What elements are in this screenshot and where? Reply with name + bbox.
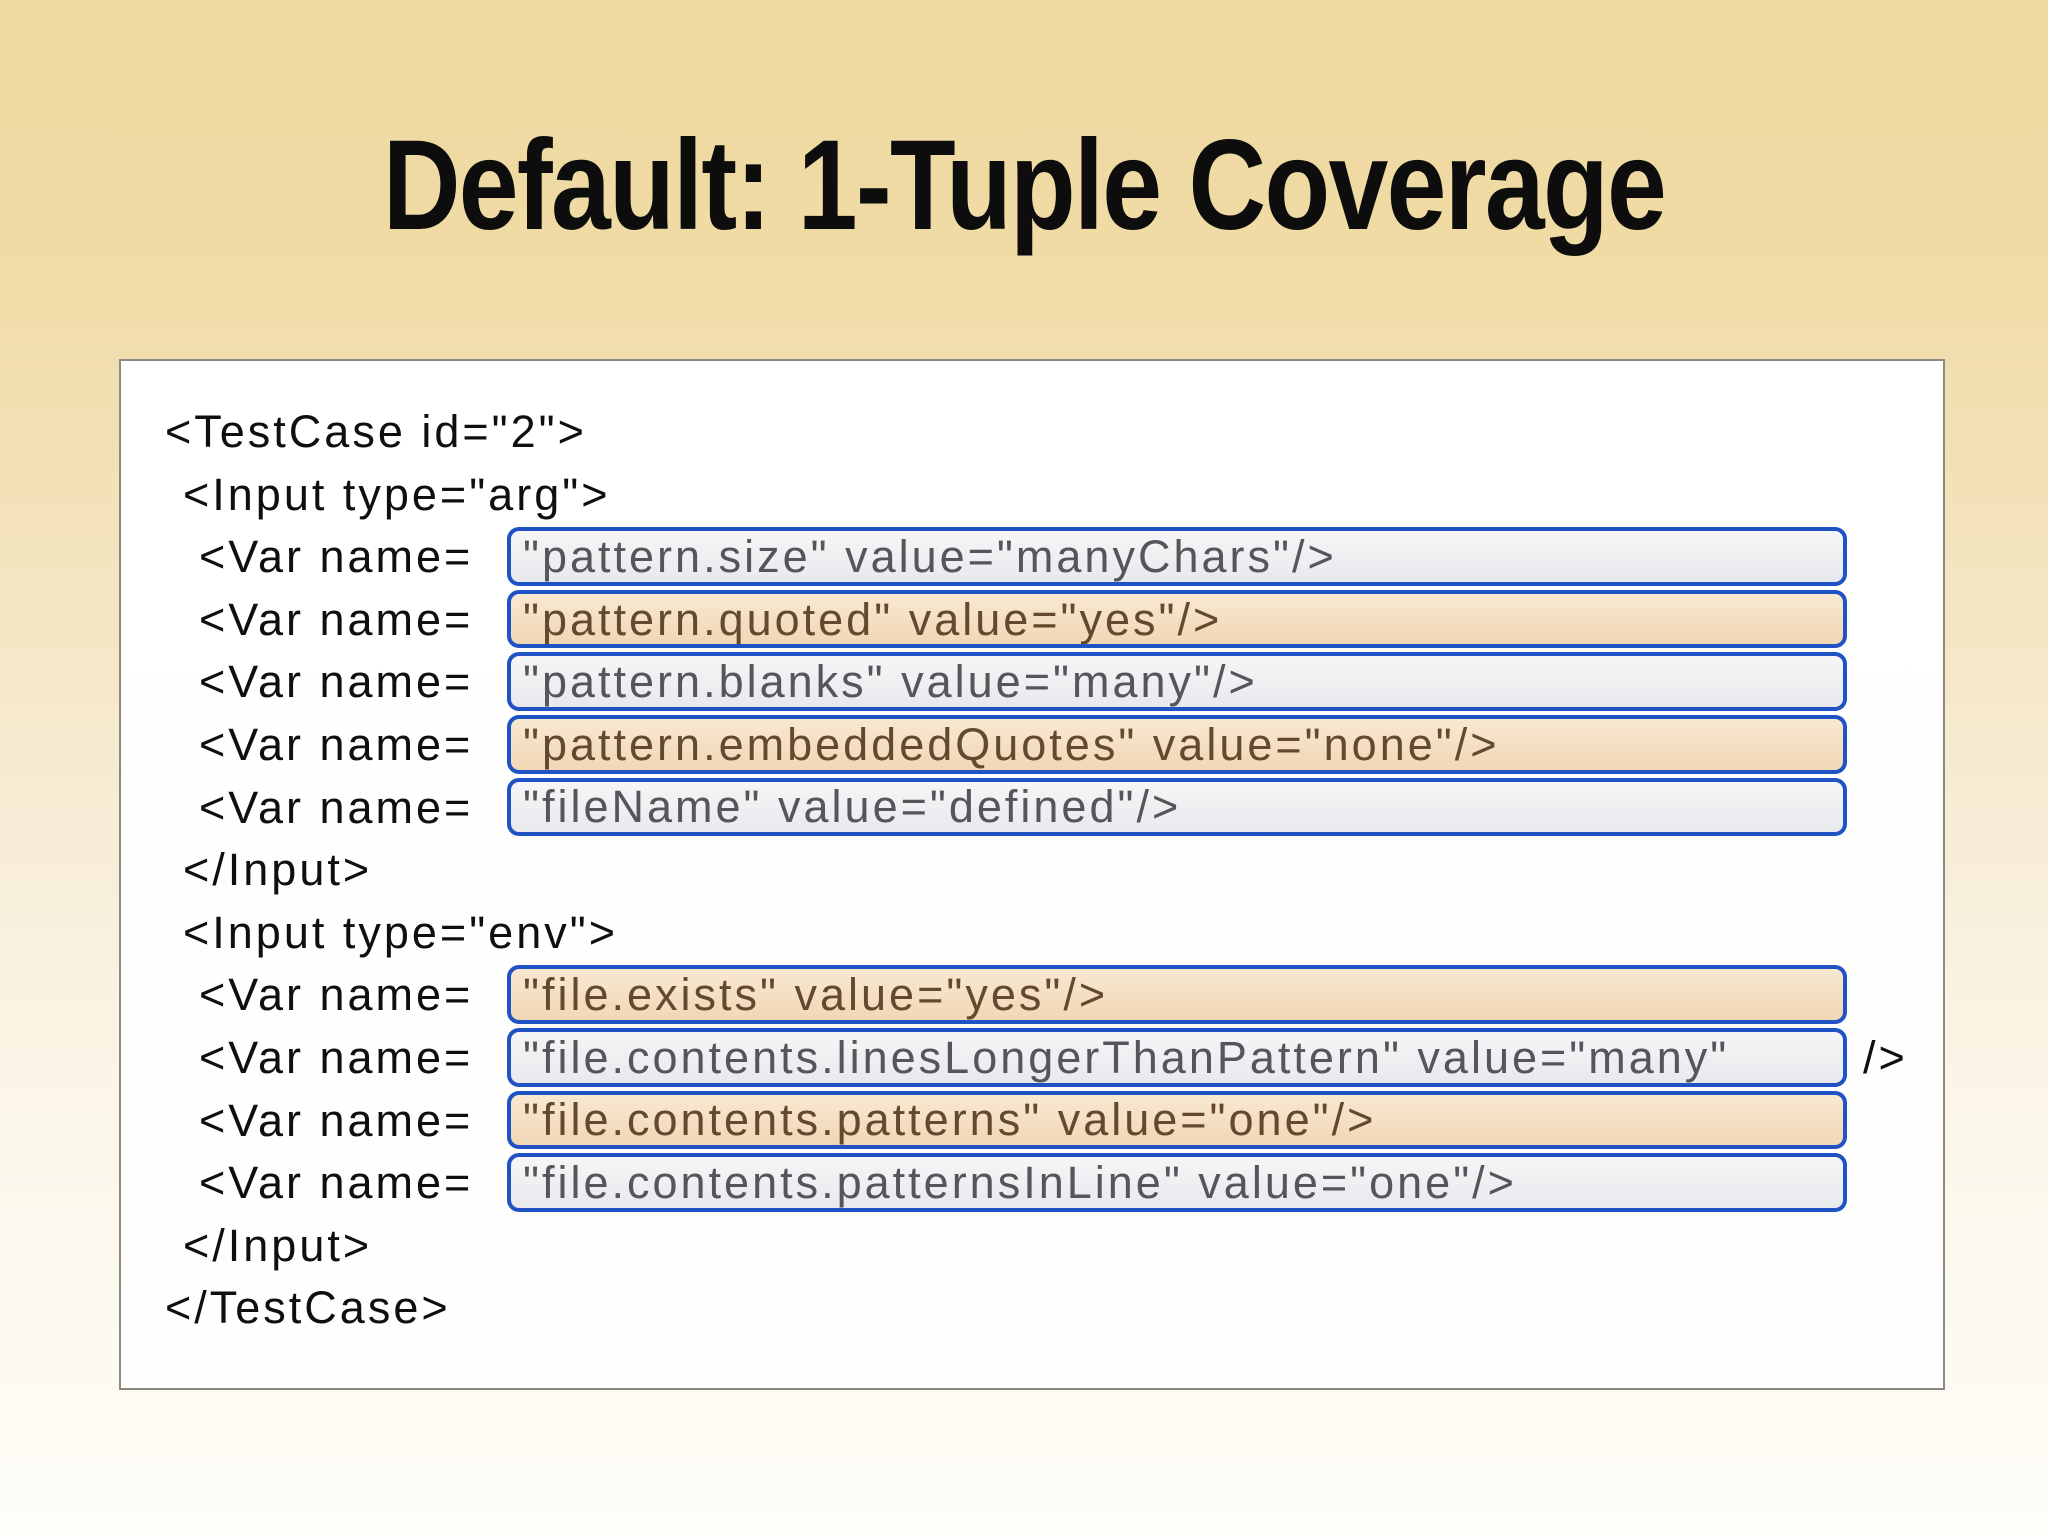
slide: Default: 1-Tuple Coverage <TestCase id="…: [0, 0, 2048, 1390]
slide-title: Default: 1-Tuple Coverage: [382, 114, 1667, 257]
code-line: <Var name= "pattern.blanks" value="many"/…: [121, 651, 1943, 714]
highlight-box: "file.contents.linesLongerThanPattern" v…: [507, 1027, 1847, 1087]
highlight-box-text: "file.exists" value="yes"/>: [523, 969, 1109, 1021]
code-text: </Input>: [183, 844, 373, 896]
highlight-box: "file.contents.patterns" value="one"/>: [507, 1090, 1847, 1150]
code-text: <Var name=: [199, 718, 474, 770]
highlight-box: "pattern.size" value="manyChars"/>: [507, 527, 1847, 586]
highlight-box-text: "file.contents.patternsInLine" value="on…: [523, 1156, 1517, 1208]
code-line: <Var name= "pattern.embeddedQuotes" value…: [121, 714, 1943, 777]
code-panel: <TestCase id="2"> <Input type="arg"> <Var …: [119, 359, 1945, 1390]
code-line: </Input>: [121, 839, 1943, 902]
code-line: <Var name= "file.contents.patterns" value…: [121, 1090, 1943, 1153]
highlight-box-text: "pattern.blanks" value="many"/>: [523, 656, 1258, 708]
highlight-box: "file.contents.patternsInLine" value="on…: [507, 1153, 1847, 1212]
code-text: <Var name=: [199, 656, 474, 708]
highlight-box: "file.exists" value="yes"/>: [507, 965, 1847, 1024]
highlight-box-text: "file.contents.linesLongerThanPattern" v…: [523, 1031, 1730, 1083]
code-text: </Input>: [183, 1219, 373, 1271]
code-text: <Var name=: [199, 593, 474, 645]
code-line: <Var name= "fileName" value="defined"/>: [121, 777, 1943, 840]
highlight-box-text: "pattern.size" value="manyChars"/>: [523, 530, 1337, 582]
code-line: </Input>: [121, 1215, 1943, 1278]
code-text: <Var name=: [199, 531, 474, 583]
highlight-box-text: "file.contents.patterns" value="one"/>: [523, 1094, 1377, 1146]
highlight-box: "fileName" value="defined"/>: [507, 777, 1847, 837]
highlight-box: "pattern.quoted" value="yes"/>: [507, 589, 1847, 649]
code-text: <Input type="env">: [183, 906, 618, 958]
code-line: <Var name= "file.exists" value="yes"/>: [121, 964, 1943, 1027]
code-text-suffix: />: [1863, 1031, 1908, 1083]
code-line: <TestCase id="2">: [121, 401, 1943, 464]
highlight-box-text: "pattern.quoted" value="yes"/>: [523, 593, 1223, 645]
code-text: <Var name=: [199, 1031, 474, 1083]
code-text: <Input type="arg">: [183, 468, 611, 520]
highlight-box-text: "fileName" value="defined"/>: [523, 781, 1182, 833]
code-text: <Var name=: [199, 781, 474, 833]
code-block: <TestCase id="2"> <Input type="arg"> <Var …: [121, 401, 1943, 1340]
code-line: <Var name= "pattern.quoted" value="yes"/>: [121, 589, 1943, 652]
code-line: <Input type="env">: [121, 902, 1943, 965]
code-text: <TestCase id="2">: [165, 406, 587, 457]
code-line: </TestCase>: [121, 1277, 1943, 1340]
code-text: </TestCase>: [165, 1282, 451, 1334]
highlight-box-text: "pattern.embeddedQuotes" value="none"/>: [523, 718, 1500, 770]
code-line: <Var name= "pattern.size" value="manyChar…: [121, 526, 1943, 589]
highlight-box: "pattern.embeddedQuotes" value="none"/>: [507, 714, 1847, 774]
highlight-box: "pattern.blanks" value="many"/>: [507, 652, 1847, 711]
code-text: <Var name=: [199, 1094, 474, 1146]
code-text: <Var name=: [199, 969, 474, 1021]
code-line: <Input type="arg">: [121, 464, 1943, 527]
code-line: <Var name= "file.contents.linesLongerThan…: [121, 1027, 1943, 1090]
code-line: <Var name= "file.contents.patternsInLine"…: [121, 1152, 1943, 1215]
code-text: <Var name=: [199, 1157, 474, 1209]
